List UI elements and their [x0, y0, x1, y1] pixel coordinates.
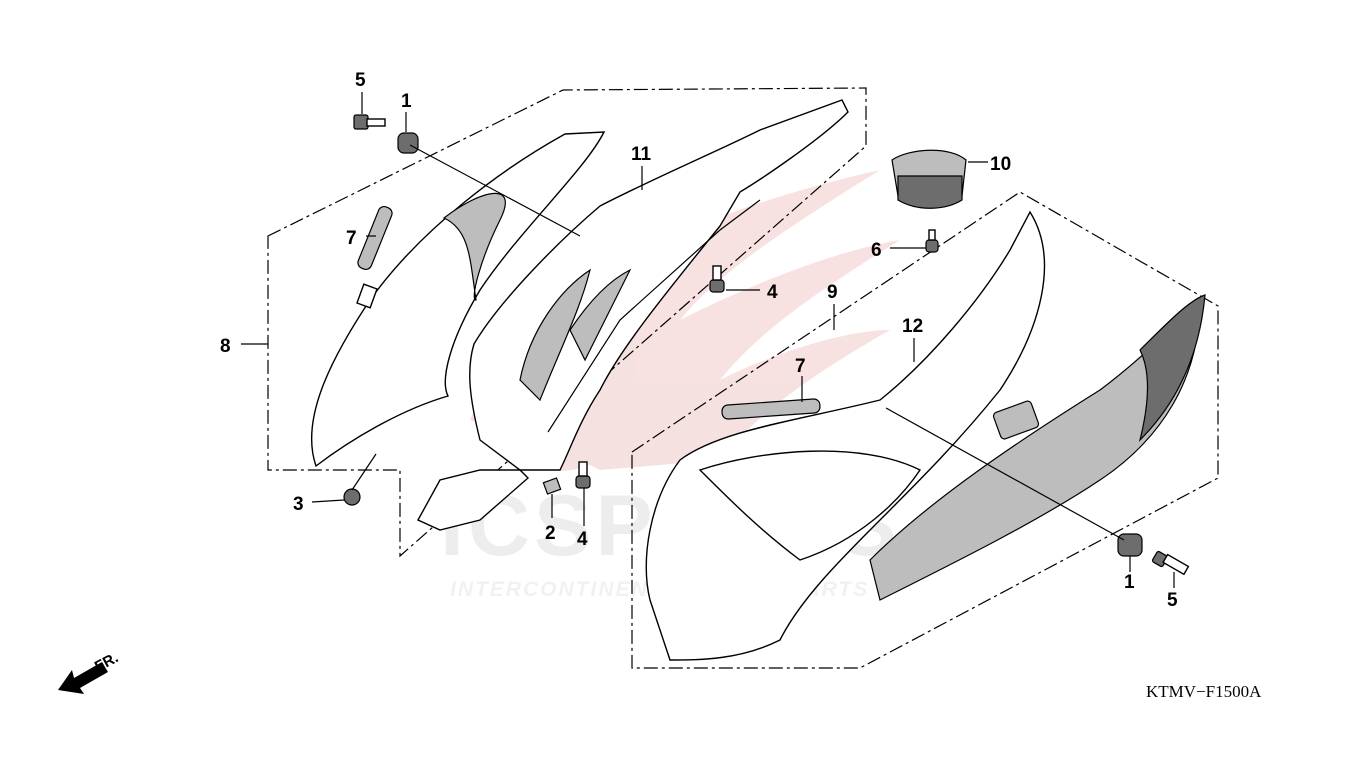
callout-4-upper: 4: [767, 282, 778, 303]
inner-frame-lower-tab: [417, 469, 530, 531]
grommet-bottom-right: [1117, 533, 1143, 557]
callout-5-bottom: 5: [1167, 590, 1178, 611]
callout-1-top: 1: [401, 91, 412, 112]
callout-7-left: 7: [346, 228, 357, 249]
callout-6: 6: [871, 240, 882, 261]
clip-2: [542, 477, 562, 495]
right-assembly-outline: [631, 191, 1219, 669]
screw-lower: [575, 461, 591, 489]
callout-3: 3: [293, 494, 304, 515]
right-side-cover-inner-panel: [698, 450, 922, 561]
left-emblem-decal: [356, 283, 378, 309]
callout-1-bottom: 1: [1124, 572, 1135, 593]
callout-10: 10: [990, 154, 1011, 175]
callout-12: 12: [902, 316, 923, 337]
callout-4-lower: 4: [577, 529, 588, 550]
callout-5-top: 5: [355, 70, 366, 91]
right-side-cover-shell: [645, 210, 1046, 661]
rear-cap-lower: [897, 175, 963, 209]
rubber-strip-right: [721, 398, 821, 420]
left-assembly-outline: [267, 87, 867, 558]
front-arrow-icon: [58, 662, 108, 694]
callout-11: 11: [631, 144, 652, 165]
diagram-code: KTMV−F1500A: [1146, 682, 1262, 701]
inner-frame-rod: [547, 199, 761, 433]
callout-9: 9: [827, 282, 838, 303]
right-emblem-decal: [992, 400, 1040, 440]
screw-upper: [709, 265, 725, 293]
screw-3: [343, 488, 361, 506]
grommet-top-left: [397, 132, 419, 154]
bolt-bottom-right: [1151, 550, 1190, 576]
callout-7-right: 7: [795, 356, 806, 377]
callout-2: 2: [545, 523, 556, 544]
right-lower-side-cover-dark: [1138, 294, 1206, 442]
front-direction-indicator: FR.: [58, 649, 121, 694]
callout-8: 8: [220, 336, 231, 357]
leader-lines: [241, 92, 1175, 588]
rubber-strip-left: [357, 205, 393, 271]
inner-frame-slot-2: [569, 268, 632, 362]
left-side-cover-stripe: [442, 192, 506, 301]
screw-6: [925, 229, 939, 253]
left-side-cover-shell: [310, 131, 606, 468]
inner-frame-slot-1: [519, 268, 591, 402]
bolt-top-left: [353, 114, 386, 130]
